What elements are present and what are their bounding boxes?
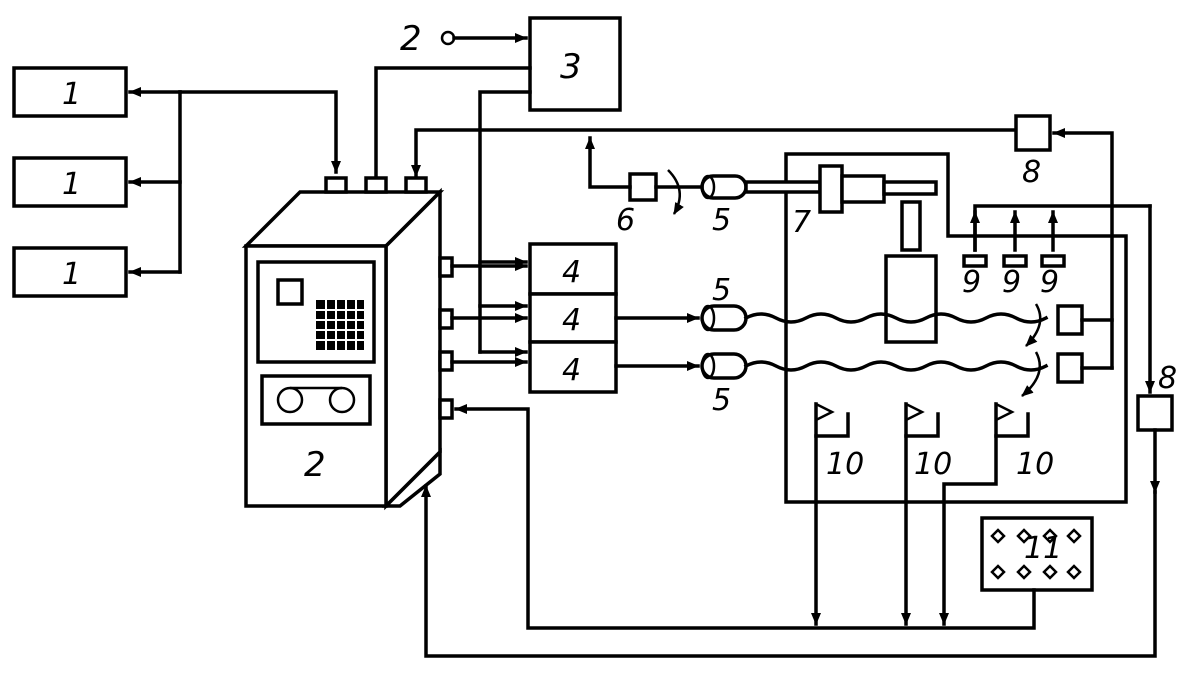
sensors-9: 9 9 9 <box>962 204 1152 300</box>
tool-holder <box>900 200 922 252</box>
block-4-middle: 4 <box>528 292 618 344</box>
limit-switch-10-b: 10 <box>904 401 952 482</box>
block-1-bottom: 1 <box>12 246 128 298</box>
connector-top-2 <box>364 176 388 194</box>
limit-switch-10-a: 10 <box>814 401 864 482</box>
block-1-top: 1 <box>12 66 128 118</box>
motor-5-top: 5 <box>700 174 748 238</box>
connector-side-4 <box>438 398 454 420</box>
line-to-connector-3 <box>411 128 1018 178</box>
motor-5-bottom: 5 <box>700 352 748 418</box>
block-1-middle: 1 <box>12 156 128 208</box>
connector-top-1 <box>324 176 348 194</box>
block-3: 3 <box>528 16 622 112</box>
motor-5-bottom-label: 5 <box>712 383 731 418</box>
sensor-9-b <box>1002 254 1028 268</box>
lead-screw-middle <box>743 312 1049 324</box>
sensor-9-a <box>962 254 988 268</box>
block-4-top-label: 4 <box>562 255 581 290</box>
spindle-body <box>840 174 886 204</box>
limit-switch-10-a-label: 10 <box>826 447 864 482</box>
connector-top-3 <box>404 176 428 194</box>
block-1-top-label: 1 <box>62 77 81 112</box>
block-4-middle-label: 4 <box>562 303 581 338</box>
spindle-shaft <box>744 180 822 194</box>
spindle-tool <box>882 180 938 196</box>
block-8-bottom: 8 <box>1136 361 1177 432</box>
connector-side-2 <box>438 308 454 330</box>
tape-panel <box>260 374 372 426</box>
screw-sensor-middle <box>1056 304 1084 336</box>
operator-panel-11: 11 <box>980 516 1094 592</box>
block-2-label: 2 <box>304 445 326 485</box>
computer-block-2: 2 <box>241 176 454 511</box>
machine-frame-7: 7 <box>743 152 1128 504</box>
block-8-top-label: 8 <box>1022 155 1041 190</box>
block-4-bottom-label: 4 <box>562 353 581 388</box>
block-1-middle-label: 1 <box>62 167 81 202</box>
block-4-top: 4 <box>528 242 618 296</box>
machine-7-label: 7 <box>792 205 811 240</box>
input-terminal-2: 2 <box>400 19 528 59</box>
workpiece <box>884 254 938 344</box>
spindle-head <box>818 164 844 214</box>
limit-switch-10-c-label: 10 <box>1016 447 1054 482</box>
line-3-to-connector-2 <box>374 66 532 178</box>
sensor-9-c-label: 9 <box>1040 265 1059 300</box>
display-indicator <box>276 278 304 306</box>
motor-5-middle: 5 <box>700 273 748 332</box>
line-screws-to-block-8-top <box>1052 128 1114 370</box>
feedback-line-block-8-bottom <box>421 484 1157 658</box>
return-bus-to-computer <box>454 404 1036 630</box>
sensor-6: 6 <box>616 169 684 238</box>
output-bus-to-blocks-1 <box>128 87 341 277</box>
block-4-bottom: 4 <box>528 340 618 394</box>
block-1-bottom-label: 1 <box>62 257 81 292</box>
input-2-label: 2 <box>400 19 422 59</box>
block-8-bottom-label: 8 <box>1158 361 1177 396</box>
sensor-9-a-label: 9 <box>962 265 981 300</box>
limit-switch-10-c: 10 <box>994 401 1054 482</box>
block-3-label: 3 <box>560 47 582 87</box>
line-sensor-6-feedback <box>585 136 632 189</box>
sensor-9-c <box>1040 254 1066 268</box>
connector-side-3 <box>438 350 454 372</box>
limit-switch-10-b-label: 10 <box>914 447 952 482</box>
sensor-9-b-label: 9 <box>1002 265 1021 300</box>
motor-5-top-label: 5 <box>712 203 731 238</box>
sensor-6-label: 6 <box>616 203 635 238</box>
screw-sensor-bottom <box>1056 352 1084 384</box>
lead-screw-bottom <box>743 360 1049 372</box>
block-8-top: 8 <box>1014 114 1052 190</box>
connector-side-1 <box>438 256 454 278</box>
motor-5-middle-label: 5 <box>712 273 731 308</box>
